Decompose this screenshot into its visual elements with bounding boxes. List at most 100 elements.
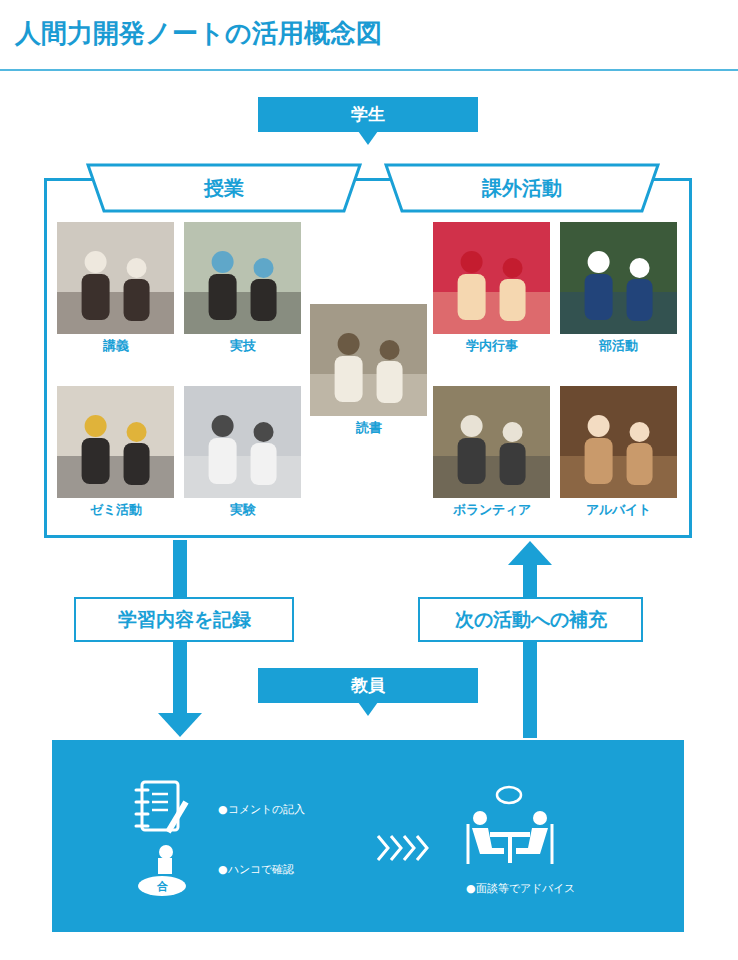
photo-floor [57,456,174,498]
notebook-ring [136,813,148,816]
photo-image [433,222,550,334]
photo-figure [85,415,107,437]
photo-caption: ボランティア [433,498,550,522]
photo-image [57,222,174,334]
photo-figure [503,422,523,442]
photo-figure [500,443,526,485]
photo-ground [57,386,174,498]
chevron-symbol [378,836,388,860]
arrow-shaft [523,564,537,738]
photo-figure [338,333,360,355]
photo-caption: 講義 [57,334,174,358]
arrow-head [158,713,202,737]
photo-figure [82,438,110,484]
photo-caption: アルバイト [560,498,677,522]
student-frame: 学生授業課外活動講義実技ゼミ活動実験読書学内行事部活動ボランティアアルバイト [44,178,692,538]
stamp-icon [159,845,173,859]
chair-icon [467,824,470,864]
activity-photo: 学内行事 [433,222,550,358]
activity-photo: 講義 [57,222,174,358]
person-icon [516,828,548,854]
photo-figure [461,251,483,273]
notebook-line [152,801,168,804]
person-icon [533,811,547,825]
photo-caption: ゼミ活動 [57,498,174,522]
photo-floor [560,292,677,334]
photo-ground [433,222,550,334]
photo-floor [184,292,301,334]
photo-image [184,386,301,498]
photo-figure [212,251,234,273]
photo-figure [630,258,650,278]
photo-figure [209,438,237,484]
category-tab: 課外活動 [384,163,660,213]
photo-figure [251,279,277,321]
activity-photo: 実技 [184,222,301,358]
photo-caption: 部活動 [560,334,677,358]
tab-title: 授業 [86,163,362,213]
activity-photo: ボランティア [433,386,550,522]
activity-photo: 読書 [310,304,427,440]
meeting-table [508,837,512,863]
photo-figure [335,356,363,402]
meeting-table [490,832,530,837]
person-icon [472,828,504,854]
photo-figure [212,415,234,437]
photo-figure [461,415,483,437]
activity-photo: アルバイト [560,386,677,522]
photo-figure [85,251,107,273]
photo-ground [57,222,174,334]
panel-icons [52,740,684,932]
photo-floor [433,292,550,334]
activity-photo: 部活動 [560,222,677,358]
photo-figure [254,422,274,442]
activity-photo: 実験 [184,386,301,522]
photo-floor [433,456,550,498]
action-item: ●コメントの記入 [218,800,378,818]
photo-figure [380,340,400,360]
diagram-title: 人間力開発ノートの活用概念図 [15,16,382,51]
group-heading: 学生 [258,97,478,132]
photo-floor [560,456,677,498]
chevron-symbol [417,836,427,860]
notebook-line [152,809,168,812]
teacher-panel: 教員●コメントの記入●ハンコで確認●面談等でアドバイス [52,740,684,932]
stamp-icon [138,876,186,896]
photo-figure [627,279,653,321]
category-tab: 授業 [86,163,362,213]
photo-figure [127,258,147,278]
photo-ground [560,222,677,334]
photo-caption: 実験 [184,498,301,522]
photo-figure [585,274,613,320]
photo-figure [377,361,403,403]
chevron-symbol [391,836,401,860]
photo-ground [433,386,550,498]
tab-title: 課外活動 [384,163,660,213]
photo-image [57,386,174,498]
group-heading: 教員 [258,668,478,703]
photo-image [310,304,427,416]
photo-ground [560,386,677,498]
photo-floor [310,374,427,416]
photo-ground [310,304,427,416]
photo-figure [585,438,613,484]
notebook-ring [136,825,148,828]
photo-ground [184,222,301,334]
title-rule [0,69,738,71]
photo-caption: 読書 [310,416,427,440]
notebook-ring [136,789,148,792]
photo-figure [588,251,610,273]
photo-figure [127,422,147,442]
chair-icon [551,824,554,864]
photo-ground [184,386,301,498]
edge-label: 学習内容を記録 [74,597,294,642]
edge-label: 次の活動への補充 [418,597,643,642]
chevron-symbol [404,836,414,860]
photo-figure [251,443,277,485]
photo-floor [57,292,174,334]
tab-pointer [358,702,378,716]
photo-figure [627,443,653,485]
activity-photo: ゼミ活動 [57,386,174,522]
photo-image [433,386,550,498]
action-item: ●ハンコで確認 [218,860,378,878]
